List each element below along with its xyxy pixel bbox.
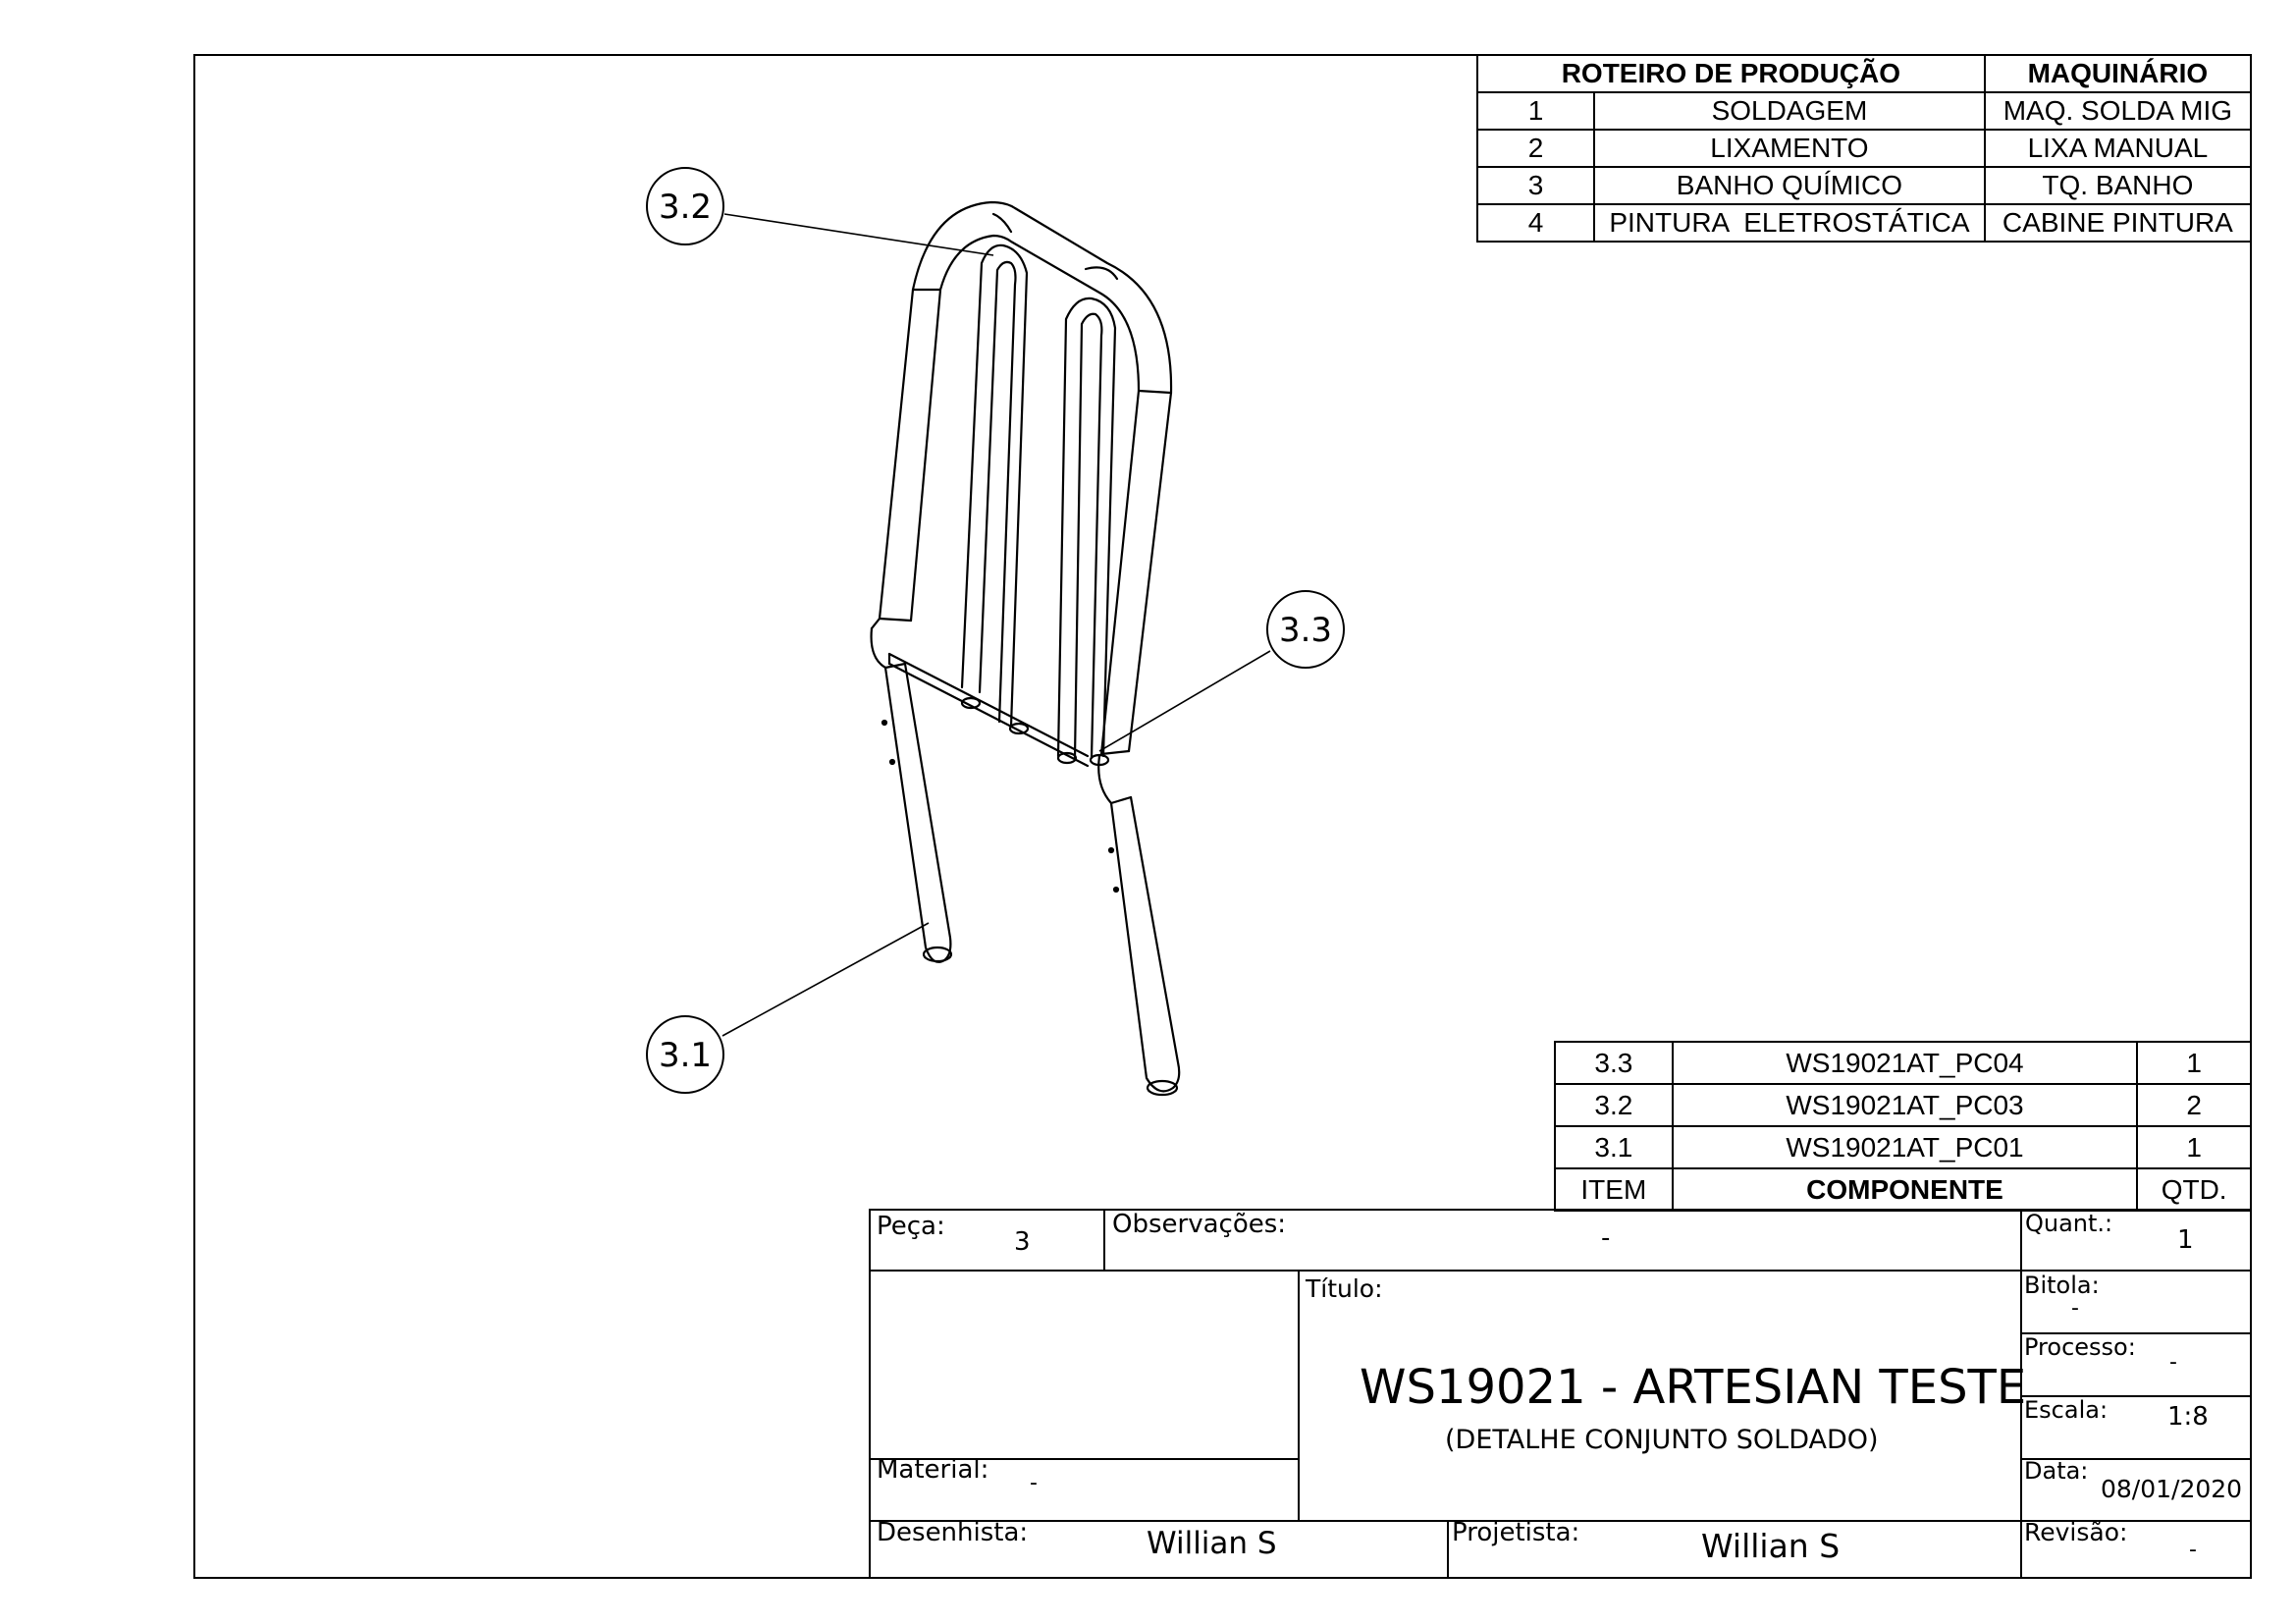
routing-machine: LIXA MANUAL	[1983, 129, 2253, 168]
projetista-value: Willian S	[1701, 1527, 1841, 1565]
data-label: Data:	[2024, 1457, 2089, 1485]
production-routing-table: ROTEIRO DE PRODUÇÃO MAQUINÁRIO 1 SOLDAGE…	[1475, 54, 2253, 243]
desenhista-value: Willian S	[1147, 1526, 1277, 1561]
observacoes-label: Observações:	[1112, 1210, 1287, 1239]
routing-step-number: 1	[1475, 91, 1596, 131]
bitola-label: Bitola:	[2024, 1272, 2100, 1299]
desenhista-label: Desenhista:	[877, 1518, 1029, 1547]
quant-value: 1	[2177, 1225, 2194, 1255]
data-value: 08/01/2020	[2101, 1475, 2243, 1503]
routing-step-number: 2	[1475, 129, 1596, 168]
routing-row: 1 SOLDAGEM MAQ. SOLDA MIG	[1475, 91, 2253, 131]
routing-step-name: SOLDAGEM	[1593, 91, 1986, 131]
parts-row: 3.3 WS19021AT_PC04 1	[1554, 1041, 2252, 1085]
escala-value: 1:8	[2167, 1402, 2209, 1432]
left-post-outer	[878, 200, 1173, 753]
left-post-inner	[909, 234, 1141, 756]
bitola-value: -	[2071, 1296, 2079, 1321]
leader-3-1	[721, 922, 930, 1037]
parts-component: WS19021AT_PC04	[1671, 1041, 2139, 1085]
observacoes-value: -	[1601, 1223, 1611, 1253]
material-value: -	[1030, 1471, 1038, 1495]
leader-3-3	[1098, 650, 1271, 752]
leader-3-2	[723, 213, 994, 256]
parts-qty: 1	[2136, 1041, 2252, 1085]
peca-label: Peça:	[877, 1212, 945, 1241]
parts-row: 3.2 WS19021AT_PC03 2	[1554, 1083, 2252, 1127]
routing-step-name: PINTURA ELETROSTÁTICA	[1593, 203, 1986, 243]
routing-machine: CABINE PINTURA	[1983, 203, 2253, 243]
parts-header-row: ITEM COMPONENTE QTD.	[1554, 1167, 2252, 1212]
parts-item: 3.3	[1554, 1041, 1674, 1085]
parts-qty: 2	[2136, 1083, 2252, 1127]
balloon-3-3: 3.3	[1266, 590, 1345, 669]
quant-label: Quant.:	[2025, 1210, 2113, 1237]
processo-label: Processo:	[2024, 1333, 2136, 1361]
routing-header-step: ROTEIRO DE PRODUÇÃO	[1476, 54, 1986, 93]
parts-header-component: COMPONENTE	[1671, 1167, 2139, 1212]
routing-row: 4 PINTURA ELETROSTÁTICA CABINE PINTURA	[1475, 203, 2253, 243]
routing-step-number: 3	[1475, 166, 1596, 205]
routing-step-name: BANHO QUÍMICO	[1593, 166, 1986, 205]
routing-header-row: ROTEIRO DE PRODUÇÃO MAQUINÁRIO	[1476, 54, 2253, 93]
revisao-value: -	[2189, 1538, 2197, 1562]
projetista-label: Projetista:	[1452, 1518, 1580, 1547]
title-block	[869, 1209, 2252, 1579]
parts-qty: 1	[2136, 1125, 2252, 1169]
routing-step-number: 4	[1475, 203, 1596, 243]
parts-item: 3.1	[1554, 1125, 1674, 1169]
routing-header-machine: MAQUINÁRIO	[1983, 54, 2253, 93]
material-label: Material:	[877, 1455, 989, 1485]
parts-component: WS19021AT_PC01	[1671, 1125, 2139, 1169]
escala-label: Escala:	[2024, 1396, 2109, 1424]
balloon-3-3-label: 3.3	[1279, 611, 1332, 650]
parts-row: 3.1 WS19021AT_PC01 1	[1554, 1125, 2252, 1169]
peca-value: 3	[1014, 1227, 1031, 1257]
parts-list-table: 3.3 WS19021AT_PC04 1 3.2 WS19021AT_PC03 …	[1554, 1041, 2252, 1212]
drawing-subtitle: (DETALHE CONJUNTO SOLDADO)	[1445, 1425, 1879, 1455]
right-leg	[1097, 754, 1181, 1093]
routing-step-name: LIXAMENTO	[1593, 129, 1986, 168]
routing-row: 3 BANHO QUÍMICO TQ. BANHO	[1475, 166, 2253, 205]
parts-header-qty: QTD.	[2136, 1167, 2252, 1212]
balloon-3-1: 3.1	[646, 1015, 724, 1094]
processo-value: -	[2169, 1350, 2177, 1375]
balloon-3-2: 3.2	[646, 167, 724, 245]
parts-component: WS19021AT_PC03	[1671, 1083, 2139, 1127]
cross-bar	[887, 652, 1090, 758]
slat-u-left	[960, 244, 1029, 729]
slat-u-right	[1056, 297, 1117, 758]
routing-machine: MAQ. SOLDA MIG	[1983, 91, 2253, 131]
parts-header-item: ITEM	[1554, 1167, 1674, 1212]
routing-row: 2 LIXAMENTO LIXA MANUAL	[1475, 129, 2253, 168]
routing-machine: TQ. BANHO	[1983, 166, 2253, 205]
revisao-label: Revisão:	[2024, 1518, 2128, 1546]
drawing-title: WS19021 - ARTESIAN TESTE	[1360, 1360, 2027, 1415]
titulo-label: Título:	[1306, 1274, 1383, 1303]
parts-item: 3.2	[1554, 1083, 1674, 1127]
balloon-3-1-label: 3.1	[659, 1036, 712, 1075]
balloon-3-2-label: 3.2	[659, 188, 712, 227]
